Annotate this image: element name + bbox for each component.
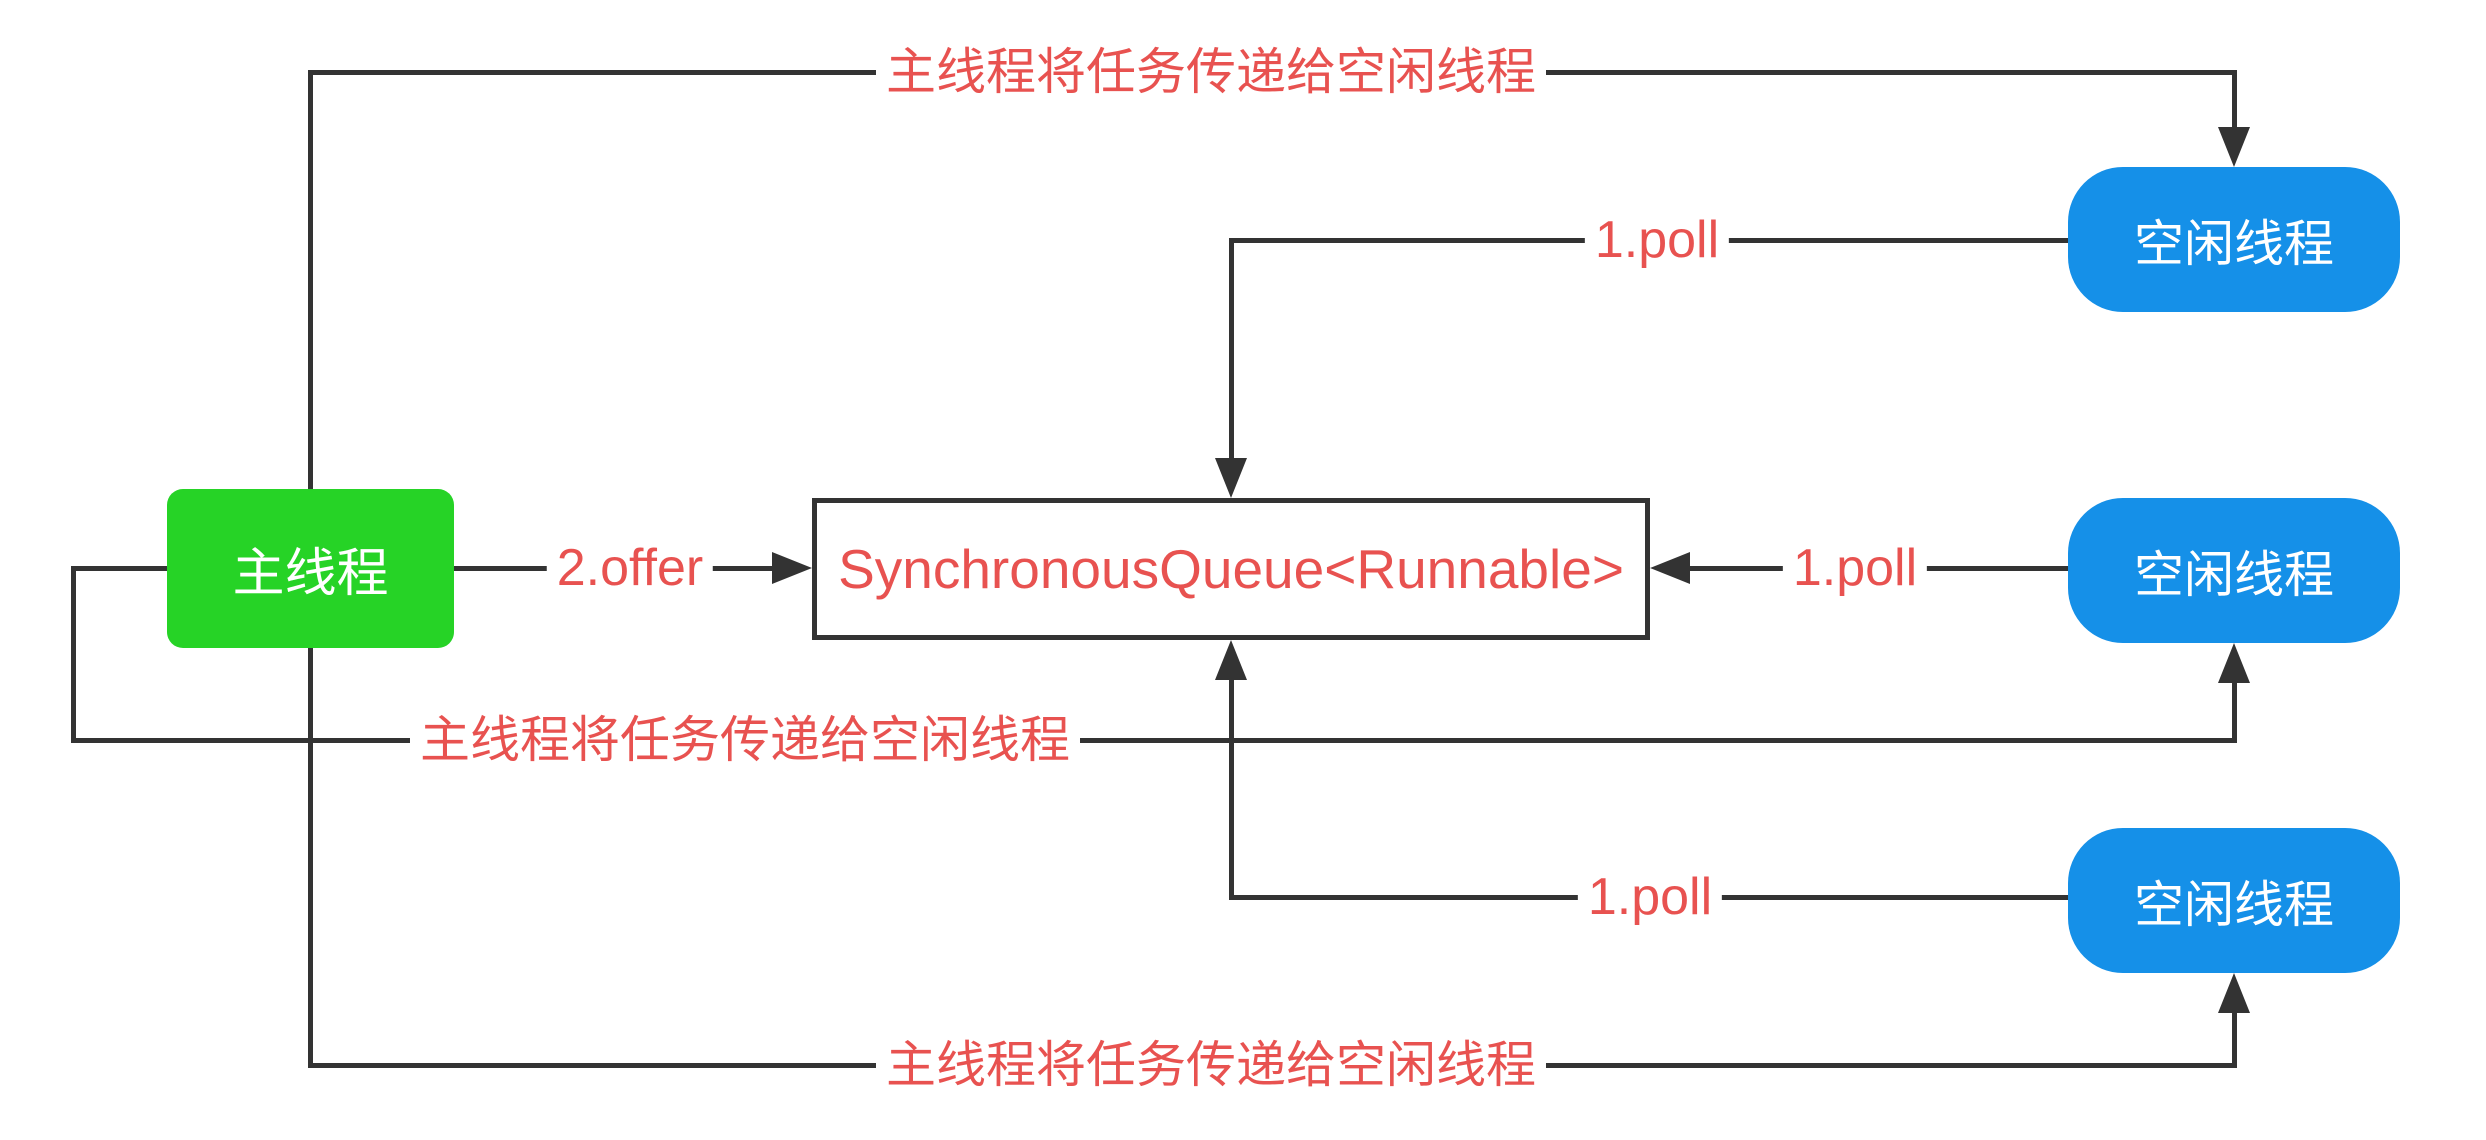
node-idle-thread-top: 空闲线程 bbox=[2068, 167, 2400, 312]
node-synchronous-queue: SynchronousQueue<Runnable> bbox=[812, 498, 1650, 640]
line-poll-top-drop bbox=[1229, 238, 1234, 462]
edge-label-transfer-middle: 主线程将任务传递给空闲线程 bbox=[410, 710, 1080, 770]
line-transfer-middle-rise bbox=[2232, 681, 2237, 741]
line-transfer-top-drop bbox=[2232, 70, 2237, 132]
line-poll-bottom-rise bbox=[1229, 678, 1234, 900]
idle-thread-bottom-label: 空闲线程 bbox=[2134, 876, 2334, 933]
edge-label-poll-middle: 1.poll bbox=[1782, 536, 1928, 600]
edge-label-transfer-bottom: 主线程将任务传递给空闲线程 bbox=[876, 1035, 1546, 1095]
arrowhead-up-into-queue-bottom-icon bbox=[1215, 640, 1247, 680]
idle-thread-middle-label: 空闲线程 bbox=[2134, 546, 2334, 603]
arrowhead-up-into-idle-middle-icon bbox=[2218, 643, 2250, 683]
arrowhead-up-into-idle-bottom-icon bbox=[2218, 973, 2250, 1013]
line-transfer-bottom-rise bbox=[2232, 1011, 2237, 1066]
idle-thread-top-label: 空闲线程 bbox=[2134, 215, 2334, 272]
edge-label-poll-top: 1.poll bbox=[1584, 208, 1730, 272]
node-idle-thread-bottom: 空闲线程 bbox=[2068, 828, 2400, 973]
line-trunk-top bbox=[308, 70, 313, 491]
synchronous-queue-label: SynchronousQueue<Runnable> bbox=[838, 538, 1624, 600]
line-wrap-left-stub bbox=[71, 566, 167, 571]
node-main-thread: 主线程 bbox=[167, 489, 454, 648]
line-wrap-left-drop bbox=[71, 566, 76, 743]
arrowhead-down-into-queue-top-icon bbox=[1215, 458, 1247, 498]
edge-label-offer: 2.offer bbox=[546, 536, 714, 600]
arrowhead-down-into-idle-top-icon bbox=[2218, 127, 2250, 167]
arrowhead-right-into-queue-left-icon bbox=[772, 552, 812, 584]
line-transfer-middle-horizontal bbox=[71, 738, 2237, 743]
arrowhead-left-into-queue-right-icon bbox=[1650, 552, 1690, 584]
edge-label-transfer-top: 主线程将任务传递给空闲线程 bbox=[876, 42, 1546, 102]
edge-label-poll-bottom: 1.poll bbox=[1577, 865, 1723, 929]
node-idle-thread-middle: 空闲线程 bbox=[2068, 498, 2400, 643]
line-trunk-bottom bbox=[308, 648, 313, 1068]
main-thread-label: 主线程 bbox=[232, 545, 389, 603]
